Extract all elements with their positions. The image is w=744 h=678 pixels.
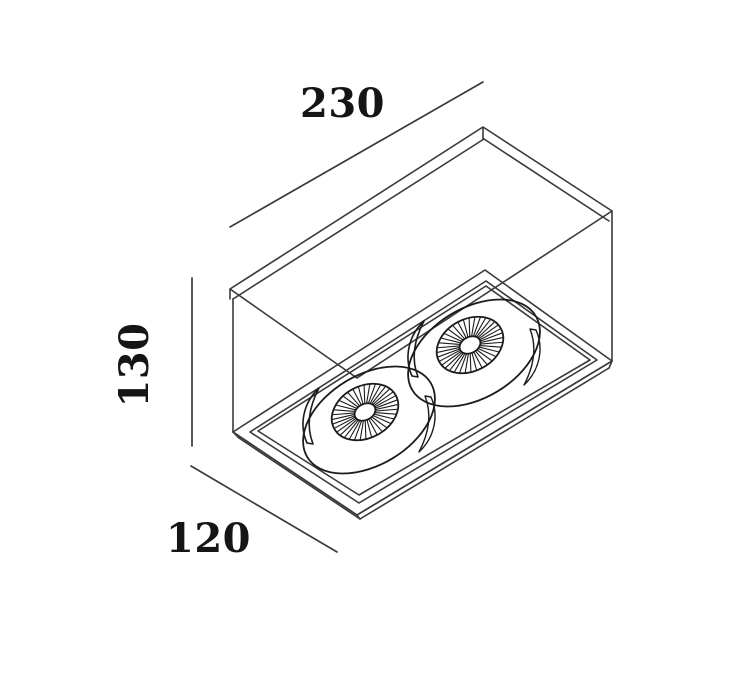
- reflector-spoke: [357, 385, 364, 405]
- reflector-left-crescent-2: [418, 395, 436, 453]
- reflector-spoke: [478, 346, 500, 353]
- reflector-spoke: [479, 336, 504, 344]
- reflector-spoke: [367, 383, 377, 404]
- reflector-spoke: [436, 346, 461, 354]
- reflector-spoke: [366, 383, 371, 404]
- reflector-right: [407, 298, 541, 408]
- reflector-spoke: [464, 353, 469, 374]
- reflector-spoke: [474, 317, 487, 338]
- reflector-spoke: [436, 348, 461, 358]
- reflector-spoke: [444, 351, 463, 369]
- reflector-right-spokes: [436, 316, 504, 374]
- dimension-lines: [190, 81, 484, 553]
- reflector-spoke: [477, 347, 497, 358]
- reflector-spoke: [443, 332, 463, 343]
- reflector-spoke: [364, 419, 367, 440]
- reflector-spoke: [471, 352, 478, 372]
- reflector-spoke: [331, 412, 356, 416]
- reflector-spoke: [331, 413, 356, 421]
- reflector-spoke: [479, 332, 504, 342]
- reflector-spoke: [339, 418, 358, 436]
- dimension-label-width: 230: [300, 80, 385, 127]
- reflector-spoke: [441, 350, 462, 366]
- reflector-left-spokes: [331, 383, 399, 441]
- reflector-spoke: [333, 416, 356, 429]
- reflector-spoke: [479, 341, 504, 345]
- bottom-frame-outer: [232, 269, 613, 520]
- reflector-spoke: [372, 388, 391, 406]
- reflector-spoke: [473, 351, 483, 369]
- reflector-spoke: [369, 384, 382, 405]
- reflector-spoke: [373, 391, 394, 407]
- reflector-spoke: [476, 349, 493, 362]
- reflector-right-crescent-2: [523, 328, 541, 386]
- reflector-spoke: [438, 349, 461, 362]
- dimension-label-height: 130: [111, 323, 158, 408]
- reflector-spoke: [369, 417, 383, 433]
- reflector-spoke: [366, 419, 373, 439]
- reflector-spoke: [374, 399, 399, 409]
- reflector-spoke: [447, 328, 464, 341]
- reflector-spoke: [331, 415, 356, 425]
- reflector-spoke: [370, 385, 387, 405]
- reflector-spoke: [338, 399, 358, 410]
- canopy-setback-band: [229, 126, 613, 300]
- reflector-spoke: [372, 414, 392, 425]
- reflector-spoke: [472, 316, 482, 337]
- reflector-spoke: [347, 391, 361, 407]
- reflector-spoke: [359, 420, 364, 441]
- reflector-spoke: [371, 416, 388, 429]
- reflector-spoke: [479, 345, 503, 348]
- reflector-left: [302, 365, 436, 475]
- dimension-line-depth: [190, 465, 338, 553]
- reflector-spoke: [373, 413, 395, 420]
- reflector-spoke: [457, 321, 467, 339]
- reflector-spoke: [374, 412, 398, 415]
- reflector-spoke: [458, 353, 468, 374]
- reflector-spoke: [374, 403, 399, 411]
- reflector-spoke: [471, 316, 476, 337]
- bottom-frame-inner-step: [249, 280, 598, 504]
- reflector-spoke: [353, 420, 363, 441]
- reflector-spoke: [477, 321, 496, 339]
- reflector-left-outer-bowl: [302, 365, 436, 475]
- luminaire-body: [229, 126, 613, 520]
- reflector-spoke: [474, 350, 488, 366]
- reflector-spoke: [363, 384, 366, 405]
- reflector-right-outer-bowl: [407, 298, 541, 408]
- reflector-left-crescent: [302, 387, 320, 445]
- reflector-right-crescent: [407, 320, 425, 378]
- reflector-spoke: [335, 404, 357, 411]
- reflector-spoke: [348, 419, 361, 440]
- reflector-spoke: [352, 388, 362, 406]
- reflector-spoke: [440, 337, 462, 344]
- reflector-spoke: [479, 328, 502, 341]
- reflector-spoke: [468, 317, 471, 338]
- reflector-spoke: [448, 352, 465, 372]
- reflector-spoke: [374, 395, 397, 408]
- dimension-line-width: [229, 81, 484, 228]
- reflector-spoke: [478, 324, 499, 340]
- reflector-spoke: [453, 352, 466, 373]
- dimension-label-depth: 120: [166, 515, 251, 562]
- reflector-spoke: [368, 418, 378, 436]
- reflector-spoke: [332, 409, 356, 412]
- reflector-spoke: [452, 324, 466, 340]
- reflector-spoke: [462, 318, 469, 338]
- reflector-spoke: [342, 395, 359, 408]
- reflector-spoke: [336, 417, 357, 433]
- reflector-spoke: [437, 342, 461, 345]
- reflector-spoke: [436, 345, 461, 349]
- reflector-spoke: [469, 352, 472, 373]
- reflector-right-cone-ring: [435, 315, 505, 375]
- reflector-spoke: [343, 419, 360, 439]
- reflector-left-cone-ring: [330, 382, 400, 442]
- reflector-spoke: [374, 408, 399, 412]
- reflector-spoke: [475, 318, 492, 338]
